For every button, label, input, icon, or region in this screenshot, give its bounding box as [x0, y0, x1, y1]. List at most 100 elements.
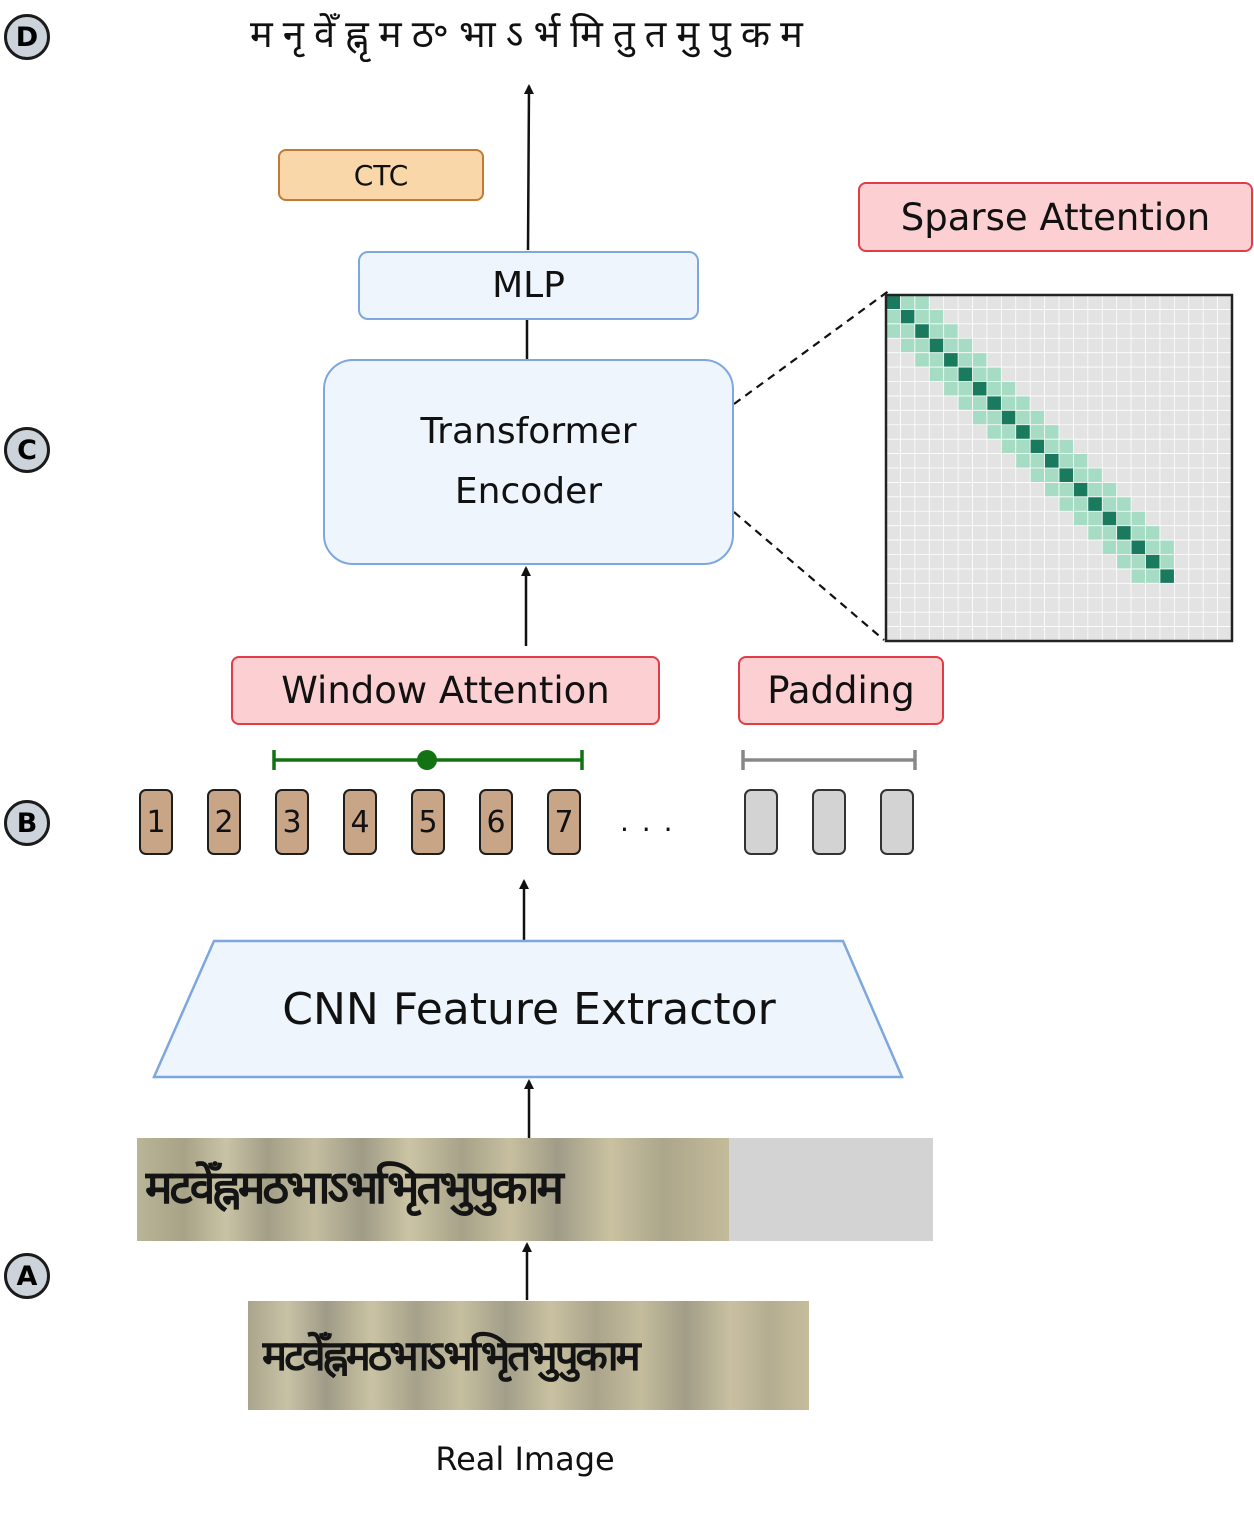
attention-diagonal-cell — [1059, 468, 1074, 483]
attention-diagonal-cell — [1044, 453, 1059, 468]
mlp-block: MLP — [358, 251, 699, 320]
attention-band-cell — [1015, 395, 1031, 411]
feature-token: 3 — [275, 789, 309, 855]
attention-diagonal-cell — [986, 395, 1002, 411]
attention-band-cell — [1116, 554, 1132, 569]
attention-band-cell — [929, 309, 944, 324]
attention-diagonal-cell — [929, 338, 944, 353]
manuscript-crop: मटवेँह्नमठभाऽभभिृतभुपुकाम — [137, 1138, 729, 1241]
attention-band-cell — [1044, 424, 1059, 440]
attention-band-cell — [900, 338, 915, 353]
attention-band-cell — [1059, 453, 1074, 468]
attention-band-cell — [958, 381, 973, 396]
padding-token — [744, 789, 778, 855]
zoom-line-top — [733, 289, 891, 405]
attention-band-cell — [914, 309, 930, 324]
attention-band-cell — [1073, 496, 1088, 512]
attention-band-cell — [1145, 568, 1160, 584]
attention-band-cell — [929, 352, 944, 368]
attention-band-cell — [1030, 410, 1045, 425]
attention-band-cell — [958, 395, 973, 411]
attention-band-cell — [914, 295, 930, 310]
attention-diagonal-cell — [958, 367, 973, 382]
attention-band-cell — [958, 338, 973, 353]
matrix-border — [884, 293, 1234, 643]
attention-diagonal-cell — [1145, 554, 1160, 569]
attention-band-cell — [1001, 439, 1016, 454]
attention-band-cell — [1015, 453, 1031, 468]
attention-band-cell — [1131, 525, 1146, 541]
padded-input-image: मटवेँह्नमठभाऽभभिृतभुपुकाम — [137, 1138, 933, 1241]
attention-band-cell — [1030, 468, 1045, 483]
padding-token — [880, 789, 914, 855]
attention-band-cell — [986, 410, 1002, 425]
padding-token — [812, 789, 846, 855]
attention-band-cell — [1116, 511, 1132, 526]
attention-band-cell — [886, 323, 901, 339]
window-range-indicator — [272, 750, 584, 770]
step-marker-b: B — [4, 800, 50, 846]
attention-diagonal-cell — [943, 352, 959, 368]
attention-band-cell — [972, 367, 987, 382]
attention-band-cell — [1087, 525, 1103, 541]
attention-band-cell — [900, 295, 915, 310]
ctc-label: CTC — [278, 149, 484, 201]
attention-band-cell — [1059, 439, 1074, 454]
attention-band-cell — [986, 424, 1002, 440]
attention-diagonal-cell — [972, 381, 987, 396]
attention-band-cell — [1044, 439, 1059, 454]
attention-band-cell — [958, 352, 973, 368]
attention-band-cell — [1059, 496, 1074, 512]
attention-band-cell — [943, 381, 959, 396]
feature-token: 6 — [479, 789, 513, 855]
output-transcription: म नृ वेँ ह्नृ म ठ॰ भा ऽ र्भ मि तु त मु प… — [250, 12, 803, 56]
attention-band-cell — [1059, 482, 1074, 497]
attention-band-cell — [1044, 482, 1059, 497]
padding-label: Padding — [738, 656, 944, 725]
token-ellipsis: . . . — [620, 805, 675, 838]
attention-band-cell — [1102, 482, 1117, 497]
attention-band-cell — [886, 309, 901, 324]
attention-band-cell — [1015, 410, 1031, 425]
real-image-caption: Real Image — [435, 1440, 615, 1478]
attention-diagonal-cell — [1087, 496, 1103, 512]
padding-range-indicator — [741, 750, 917, 770]
attention-band-cell — [1087, 511, 1103, 526]
attention-band-cell — [1015, 439, 1031, 454]
attention-band-cell — [986, 367, 1002, 382]
attention-band-cell — [972, 395, 987, 411]
manuscript-text: मटवेँह्नमठभाऽभभिृतभुपुकाम — [145, 1160, 564, 1214]
attention-diagonal-cell — [1159, 568, 1175, 584]
attention-band-cell — [1073, 511, 1088, 526]
attention-diagonal-cell — [1102, 511, 1117, 526]
transformer-encoder-block: Transformer Encoder — [323, 359, 734, 565]
attention-band-cell — [1030, 424, 1045, 440]
zoom-line-bottom — [733, 511, 885, 641]
attention-band-cell — [1001, 381, 1016, 396]
feature-token: 5 — [411, 789, 445, 855]
sparse-attention-label: Sparse Attention — [858, 182, 1253, 252]
attention-band-cell — [1087, 468, 1103, 483]
attention-band-cell — [1145, 525, 1160, 541]
sparse-attention-matrix — [884, 293, 1234, 643]
feature-token: 7 — [547, 789, 581, 855]
real-image: मटवेँह्नमठभाऽभभिृतभुपुकाम — [248, 1301, 809, 1410]
attention-band-cell — [914, 352, 930, 368]
attention-diagonal-cell — [1015, 424, 1031, 440]
encoder-label-line1: Transformer — [420, 411, 637, 452]
cnn-feature-extractor-shape — [152, 939, 904, 1079]
attention-diagonal-cell — [1131, 540, 1146, 555]
step-marker-c: C — [4, 427, 50, 473]
feature-token: 2 — [207, 789, 241, 855]
attention-band-cell — [900, 323, 915, 339]
attention-band-cell — [1001, 395, 1016, 411]
attention-band-cell — [1102, 496, 1117, 512]
attention-band-cell — [1145, 540, 1160, 555]
attention-band-cell — [943, 338, 959, 353]
attention-band-cell — [1159, 540, 1175, 555]
attention-diagonal-cell — [1116, 525, 1132, 541]
cnn-feature-extractor-label: CNN Feature Extractor — [282, 983, 776, 1035]
attention-diagonal-cell — [1001, 410, 1016, 425]
attention-diagonal-cell — [914, 323, 930, 339]
